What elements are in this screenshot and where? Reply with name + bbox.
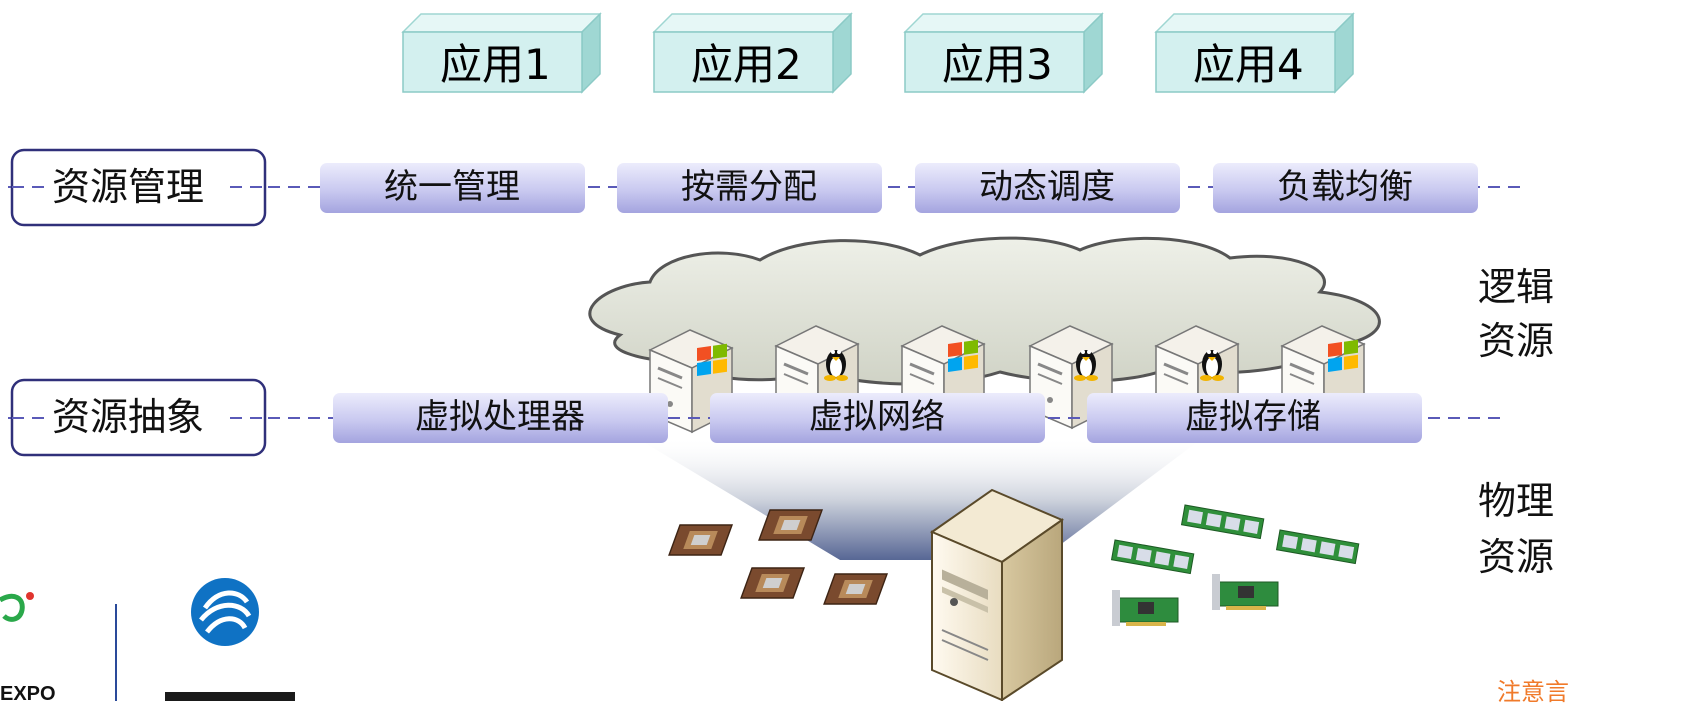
physical-resource-label-line2: 资源 — [1478, 535, 1555, 579]
app-label-1: 应用1 — [440, 40, 551, 89]
cpu-chip-icon — [740, 567, 806, 599]
virtual-processor-label: 虚拟处理器 — [415, 397, 585, 437]
pill-on-demand — [617, 163, 882, 213]
abstraction-layer-label: 资源抽象 — [52, 395, 205, 439]
cpu-chip-icon — [823, 573, 889, 605]
pill-load-balancing — [1213, 163, 1478, 213]
cpu-chip-icon — [758, 509, 824, 541]
memory-module-icon — [1110, 539, 1195, 575]
network-card-icon — [1112, 590, 1179, 626]
logical-resource-label-line1: 逻辑 — [1478, 265, 1555, 309]
pill-dynamic-scheduling — [915, 163, 1180, 213]
note-text: 注意⾔ — [1497, 678, 1569, 706]
on-demand-allocation-label: 按需分配 — [681, 167, 817, 207]
network-cards — [1112, 574, 1279, 626]
virtual-network-label: 虚拟网络 — [809, 397, 945, 437]
logical-resource-label-line2: 资源 — [1478, 319, 1555, 363]
memory-module-icon — [1180, 504, 1265, 540]
windows-logo-icon — [948, 339, 978, 372]
expo-logo-icon: EXPO — [0, 592, 56, 701]
load-balancing-label: 负载均衡 — [1277, 167, 1413, 207]
physical-server-icon — [929, 488, 1065, 701]
cpu-chips — [668, 509, 889, 605]
virtual-storage-label: 虚拟存储 — [1185, 397, 1321, 437]
app-box-1 — [401, 12, 602, 94]
memory-modules — [1110, 504, 1360, 575]
network-card-icon — [1212, 574, 1279, 610]
china-mobile-logo-icon — [191, 578, 259, 646]
app-label-3: 应用3 — [942, 40, 1053, 89]
app-box-2 — [652, 12, 853, 94]
pill-unified-management — [320, 163, 585, 213]
linux-tux-icon — [1200, 350, 1224, 381]
dynamic-scheduling-label: 动态调度 — [979, 167, 1115, 207]
svg-text:EXPO: EXPO — [0, 683, 56, 701]
pill-virtual-network — [710, 393, 1045, 443]
windows-logo-icon — [1328, 339, 1358, 372]
china-mobile-logo-text — [165, 692, 295, 701]
pill-virtual-storage — [1087, 393, 1422, 443]
windows-logo-icon — [697, 343, 727, 376]
linux-tux-icon — [1074, 350, 1098, 381]
linux-tux-icon — [824, 350, 848, 381]
app-box-3 — [903, 12, 1104, 94]
app-label-2: 应用2 — [691, 40, 802, 89]
cpu-chip-icon — [668, 524, 734, 556]
app-box-4 — [1154, 12, 1355, 94]
physical-resource-label-line1: 物理 — [1478, 479, 1555, 523]
unified-management-label: 统一管理 — [384, 167, 520, 207]
app-label-4: 应用4 — [1193, 40, 1304, 89]
pill-virtual-processor — [333, 393, 668, 443]
management-layer-label: 资源管理 — [52, 165, 205, 209]
memory-module-icon — [1275, 529, 1360, 565]
